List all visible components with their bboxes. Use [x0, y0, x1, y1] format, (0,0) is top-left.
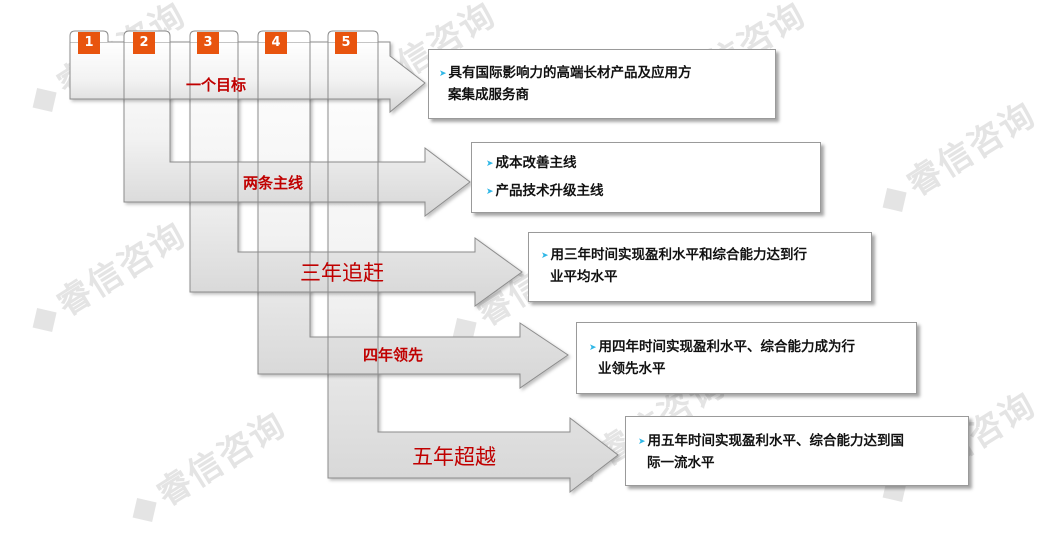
label-five-year-surpass: 五年超越 — [412, 445, 496, 469]
five-year-description-box: ➤用五年时间实现盈利水平、综合能力达到国 际一流水平 — [625, 416, 969, 486]
step-badge-3: 3 — [197, 32, 219, 54]
strategy-arrow-diagram — [69, 30, 619, 494]
step-badge-5: 5 — [335, 32, 357, 54]
box-text: 用三年时间实现盈利水平和综合能力达到行 — [550, 247, 808, 263]
step-badge-4: 4 — [265, 32, 287, 54]
box-text: 产品技术升级主线 — [495, 183, 604, 199]
goal-description-box: ➤具有国际影响力的高端长材产品及应用方 案集成服务商 — [428, 49, 776, 119]
box-text: 用四年时间实现盈利水平、综合能力成为行 — [598, 339, 856, 355]
bullet-icon: ➤ — [486, 187, 494, 197]
label-three-year-catchup: 三年追赶 — [300, 261, 384, 285]
box-text: 案集成服务商 — [448, 87, 529, 103]
box-text: 际一流水平 — [647, 455, 715, 471]
label-two-mainlines: 两条主线 — [243, 174, 304, 192]
arrow-one-goal — [69, 41, 426, 114]
column-dividers — [123, 42, 379, 432]
label-one-goal: 一个目标 — [186, 76, 247, 94]
mainlines-description-box: ➤成本改善主线 ➤产品技术升级主线 — [471, 142, 821, 213]
four-year-description-box: ➤用四年时间实现盈利水平、综合能力成为行 业领先水平 — [576, 322, 917, 394]
arrow-two-mainlines — [123, 41, 471, 218]
bullet-icon: ➤ — [589, 343, 597, 353]
three-year-description-box: ➤用三年时间实现盈利水平和综合能力达到行 业平均水平 — [528, 232, 872, 302]
bullet-icon: ➤ — [439, 69, 447, 79]
bullet-icon: ➤ — [486, 159, 494, 169]
bullet-icon: ➤ — [638, 437, 646, 447]
bullet-icon: ➤ — [541, 251, 549, 261]
box-text: 成本改善主线 — [495, 155, 577, 171]
step-badge-2: 2 — [133, 32, 155, 54]
column-tabs — [69, 30, 379, 42]
box-text: 具有国际影响力的高端长材产品及应用方 — [448, 65, 692, 81]
box-text: 业领先水平 — [598, 361, 666, 377]
label-four-year-lead: 四年领先 — [363, 346, 424, 364]
step-badge-1: 1 — [78, 32, 100, 54]
box-text: 业平均水平 — [550, 269, 618, 285]
box-text: 用五年时间实现盈利水平、综合能力达到国 — [647, 433, 905, 449]
